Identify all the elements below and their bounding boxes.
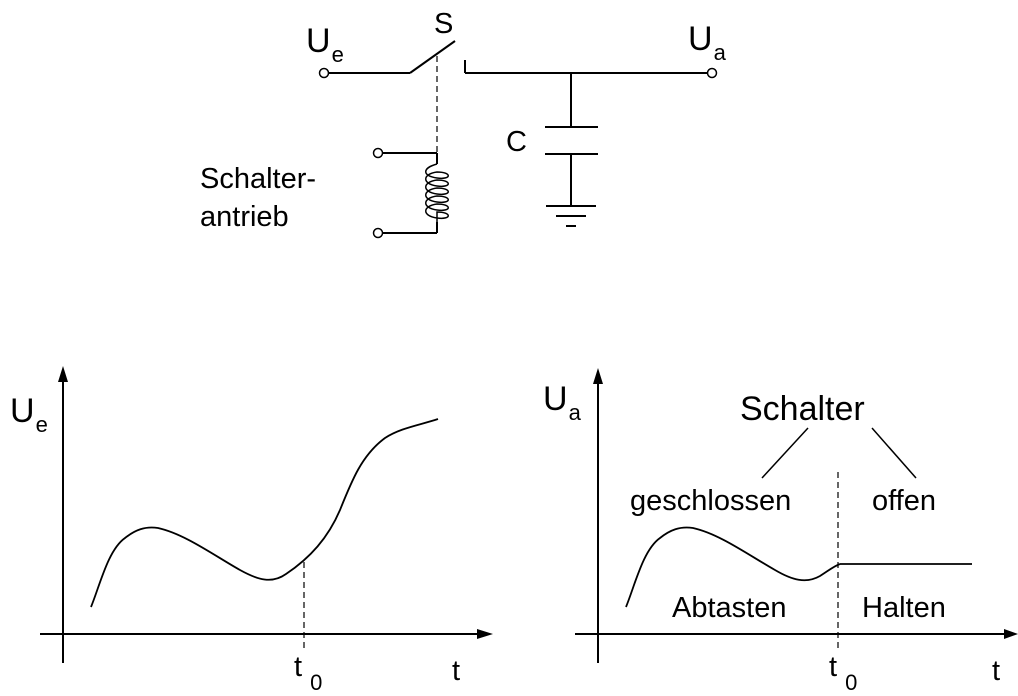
switch-heading: Schalter bbox=[740, 390, 865, 428]
drive-label-line1: Schalter- bbox=[200, 163, 316, 195]
ground-icon bbox=[546, 205, 596, 227]
input-x-arrow-icon bbox=[477, 629, 493, 639]
callout-closed bbox=[761, 427, 809, 479]
drive-label-line2: antrieb bbox=[200, 201, 289, 233]
input-signal-curve bbox=[90, 418, 439, 608]
capacitor-label: C bbox=[506, 126, 527, 158]
output-x-label: t bbox=[992, 655, 1000, 687]
output-x-arrow-icon bbox=[1004, 629, 1018, 639]
phase-sample-label: Abtasten bbox=[672, 592, 786, 624]
input-terminal bbox=[318, 67, 330, 79]
output-y-arrow-icon bbox=[593, 368, 603, 384]
state-open-label: offen bbox=[872, 485, 936, 517]
input-x-label: t bbox=[452, 655, 460, 687]
output-sample-curve bbox=[625, 526, 841, 608]
switch-label: S bbox=[434, 8, 453, 40]
state-closed-label: geschlossen bbox=[630, 485, 791, 517]
input-y-label: Ue bbox=[10, 392, 48, 437]
input-label: Ue bbox=[306, 22, 344, 67]
input-y-arrow-icon bbox=[58, 366, 68, 382]
coil-icon bbox=[425, 163, 449, 222]
drive-terminal-top bbox=[372, 147, 384, 159]
output-signal-plot: Ua Schalter geschlossen offen Abtasten H… bbox=[543, 368, 1018, 695]
output-label: Ua bbox=[688, 20, 727, 65]
drive-terminal-bottom bbox=[372, 227, 384, 239]
phase-hold-label: Halten bbox=[862, 592, 946, 624]
output-y-label: Ua bbox=[543, 380, 582, 425]
circuit-schematic: Ue S Ua C Schalter- antrieb bbox=[200, 8, 727, 239]
output-terminal bbox=[706, 67, 718, 79]
callout-open bbox=[871, 427, 917, 479]
switch-blade bbox=[409, 40, 456, 74]
